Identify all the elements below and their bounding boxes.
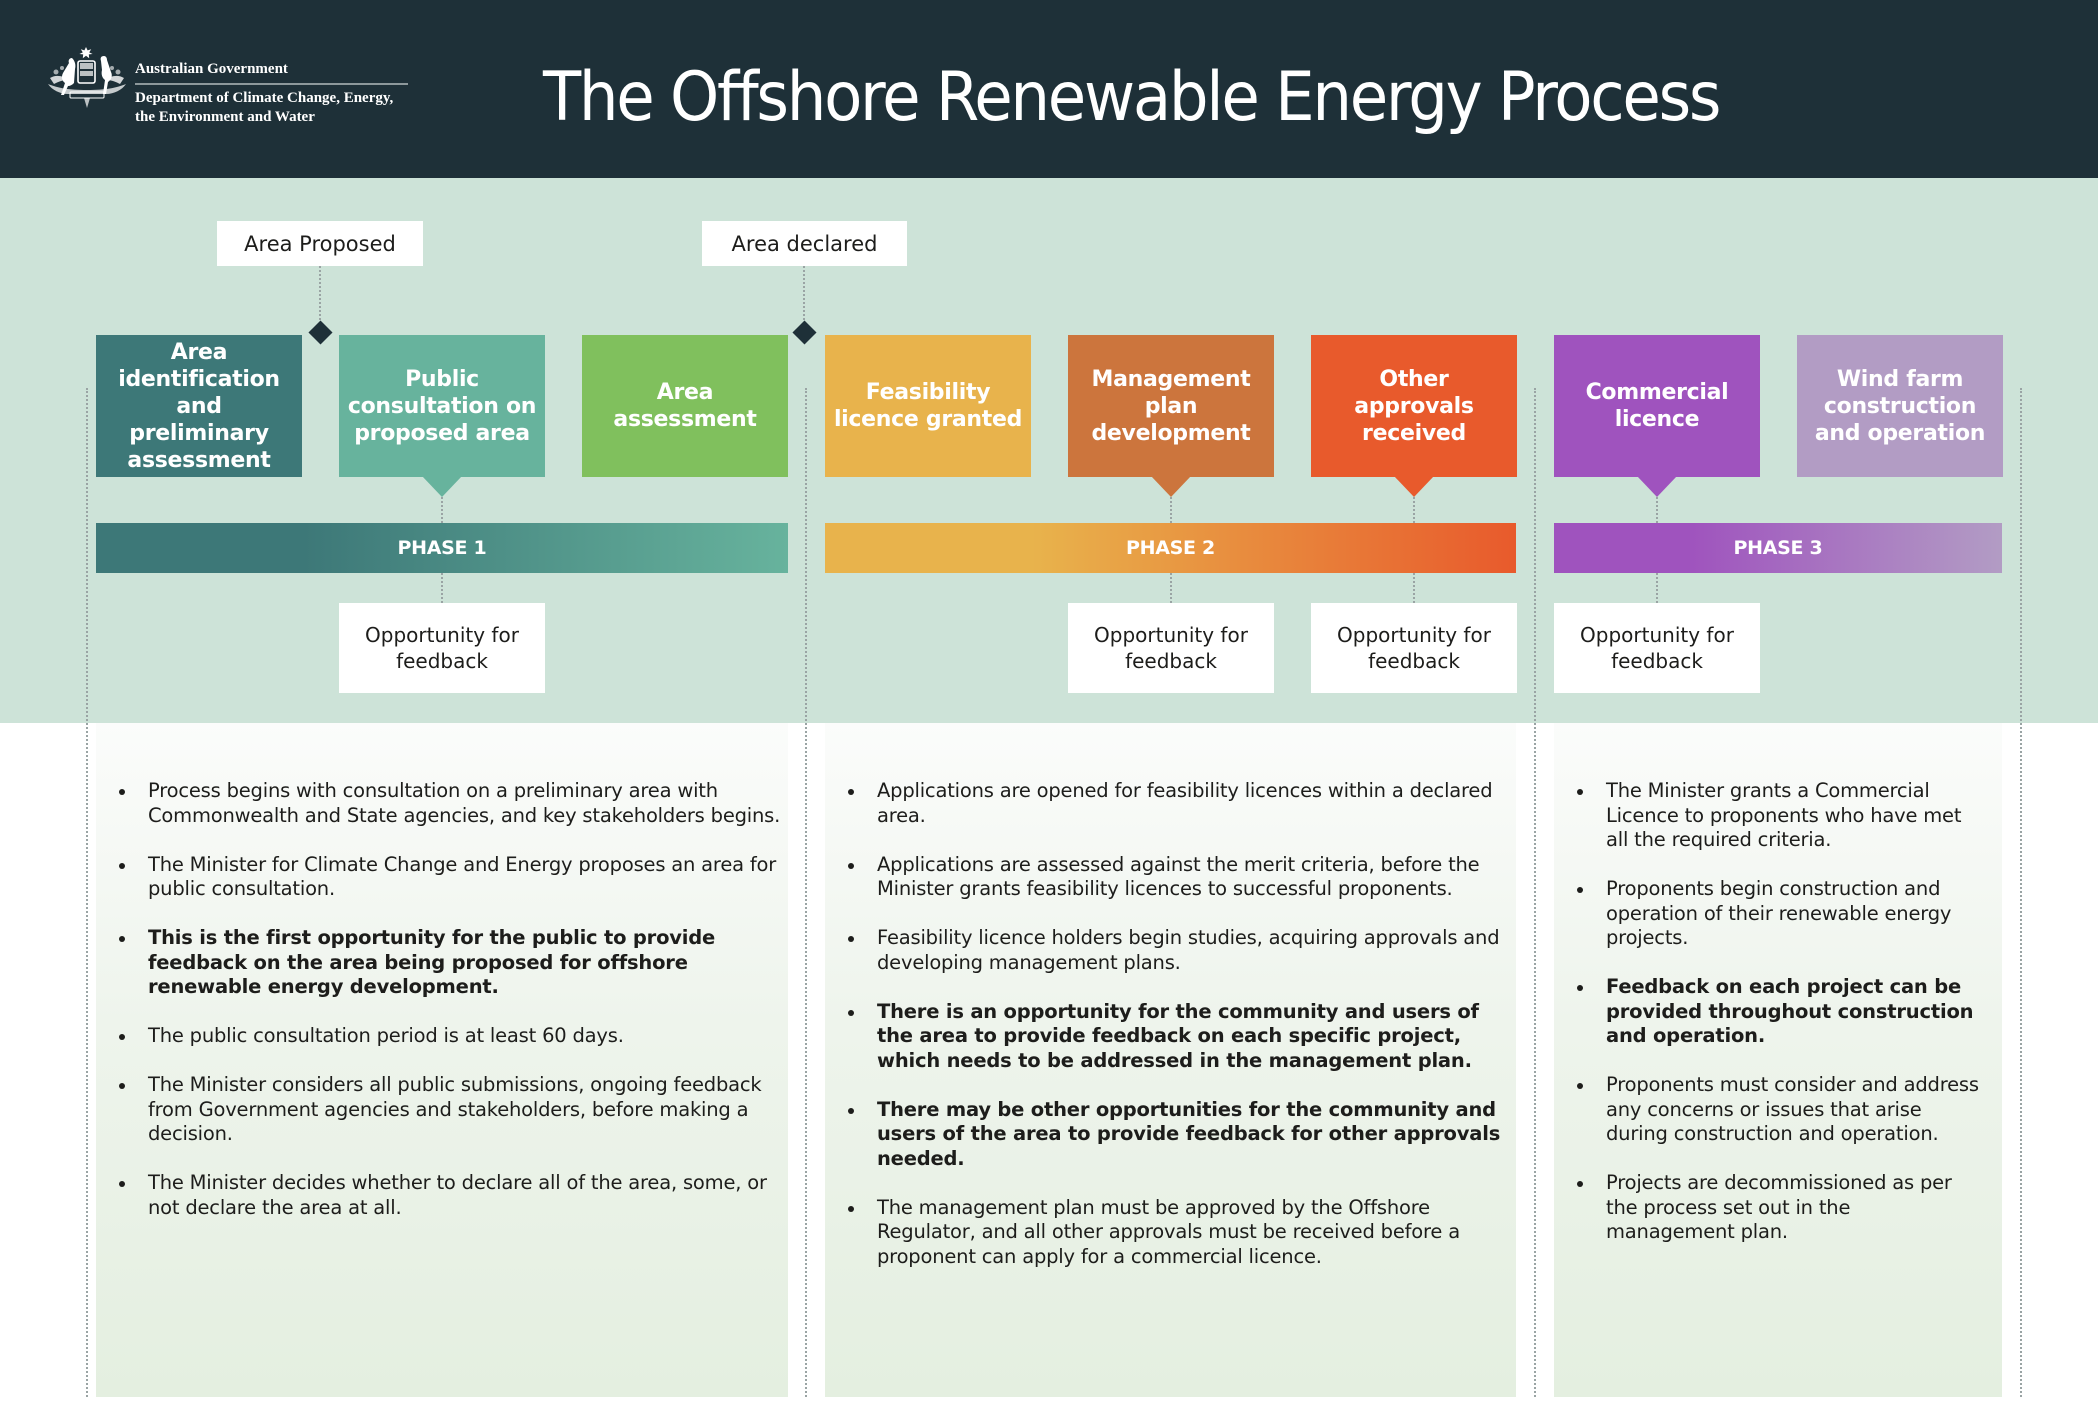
step-public-consultation: Public consultation on proposed area [339, 335, 545, 477]
phase-bar-2: PHASE 2 [825, 523, 1516, 573]
bullet-item: Feasibility licence holders begin studie… [825, 926, 1516, 975]
page-title: The Offshore Renewable Energy Process [543, 58, 1721, 137]
bullet-item: The management plan must be approved by … [825, 1196, 1516, 1270]
phase-3-details: The Minister grants a Commercial Licence… [1554, 723, 2002, 1397]
bullet-item: Feedback on each project can be provided… [1554, 975, 1982, 1049]
department-line-1: Department of Climate Change, Energy, [135, 90, 394, 106]
header-bar: Australian Government Department of Clim… [0, 0, 2098, 178]
bullet-item: The Minister considers all public submis… [96, 1073, 788, 1147]
phase-1-bullet-list: Process begins with consultation on a pr… [96, 723, 788, 1220]
department-name: Department of Climate Change, Energy, th… [135, 89, 393, 127]
bullet-item: The Minister decides whether to declare … [96, 1171, 788, 1220]
phase-3-bullet-list: The Minister grants a Commercial Licence… [1554, 723, 2002, 1245]
pointer-arrow-icon [422, 476, 462, 497]
step-management-plan: Management plan development [1068, 335, 1274, 477]
phase-2-details: Applications are opened for feasibility … [825, 723, 1516, 1397]
phase-bar-3: PHASE 3 [1554, 523, 2002, 573]
bullet-item: The Minister for Climate Change and Ener… [96, 853, 788, 902]
bullet-item: Proponents must consider and address any… [1554, 1073, 1982, 1147]
milestone-connector [803, 266, 805, 324]
bullet-item: The Minister grants a Commercial Licence… [1554, 779, 1982, 853]
government-name: Australian Government [135, 61, 288, 77]
column-divider [86, 388, 88, 1397]
bullet-item: This is the first opportunity for the pu… [96, 926, 788, 1000]
bullet-item: There may be other opportunities for the… [825, 1098, 1516, 1172]
bullet-item: The public consultation period is at lea… [96, 1024, 788, 1049]
bullet-item: Projects are decommissioned as per the p… [1554, 1171, 1982, 1245]
pointer-arrow-icon [1151, 476, 1191, 497]
column-divider [2020, 388, 2022, 1397]
step-area-assessment: Area assessment [582, 335, 788, 477]
phase-2-bullet-list: Applications are opened for feasibility … [825, 723, 1516, 1269]
bullet-item: Proponents begin construction and operat… [1554, 877, 1982, 951]
bullet-item: Applications are opened for feasibility … [825, 779, 1516, 828]
phase-1-details: Process begins with consultation on a pr… [96, 723, 788, 1397]
phase-bar-1: PHASE 1 [96, 523, 788, 573]
bullet-item: Applications are assessed against the me… [825, 853, 1516, 902]
step-feasibility-licence: Feasibility licence granted [825, 335, 1031, 477]
pointer-arrow-icon [1394, 476, 1434, 497]
logo-divider [135, 83, 408, 85]
step-commercial-licence: Commercial licence [1554, 335, 1760, 477]
coat-of-arms-icon [48, 47, 126, 108]
step-wind-farm-construction: Wind farm construction and operation [1797, 335, 2003, 477]
step-area-identification: Area identification and preliminary asse… [96, 335, 302, 477]
department-line-2: the Environment and Water [135, 109, 315, 125]
milestone-connector [319, 266, 321, 324]
column-divider [1534, 388, 1536, 1397]
column-divider [805, 388, 807, 1397]
step-other-approvals: Other approvals received [1311, 335, 1517, 477]
feedback-box: Opportunity for feedback [339, 603, 545, 693]
feedback-box: Opportunity for feedback [1068, 603, 1274, 693]
feedback-box: Opportunity for feedback [1554, 603, 1760, 693]
bullet-item: There is an opportunity for the communit… [825, 1000, 1516, 1074]
feedback-box: Opportunity for feedback [1311, 603, 1517, 693]
bullet-item: Process begins with consultation on a pr… [96, 779, 788, 828]
milestone-area-declared: Area declared [702, 221, 907, 266]
pointer-arrow-icon [1637, 476, 1677, 497]
milestone-area-proposed: Area Proposed [217, 221, 423, 266]
